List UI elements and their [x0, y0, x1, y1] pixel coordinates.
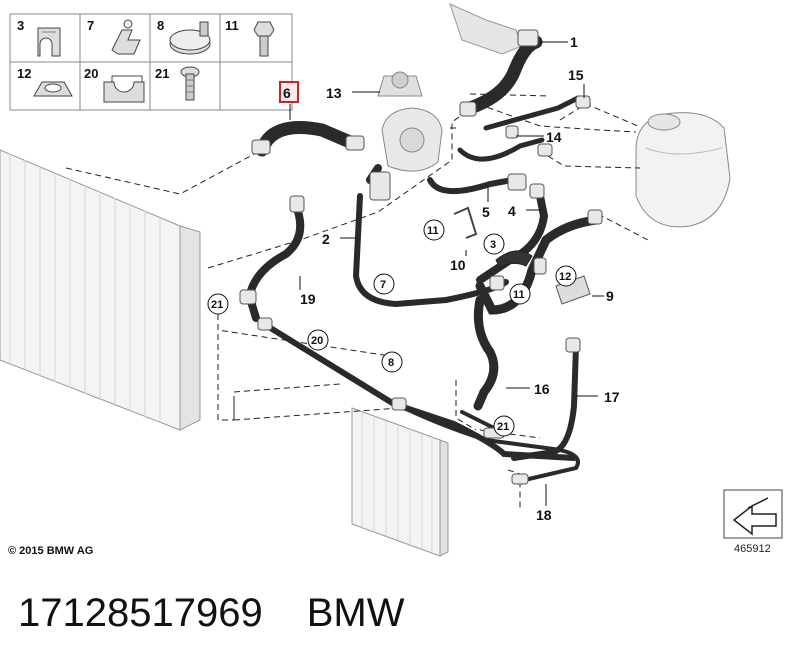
part-info-line: 17128517969 BMW: [18, 588, 404, 638]
hose-holder-icon: [103, 75, 145, 103]
holder-clip-icon: [111, 19, 141, 55]
legend-num-12: 12: [17, 66, 31, 81]
view-direction-arrow-icon: [723, 489, 783, 539]
copyright-text: © 2015 BMW AG: [8, 545, 93, 557]
brand-name: BMW: [306, 591, 405, 635]
parts-legend: 3 7 8 11 12 20 21: [9, 13, 293, 111]
callout-6-highlight[interactable]: 6: [279, 81, 299, 103]
callout-18: 18: [536, 507, 552, 523]
hose-clamp-icon: [169, 21, 211, 55]
circled-11-top: 11: [427, 225, 439, 237]
legend-num-3: 3: [17, 18, 24, 33]
circled-21-right: 21: [497, 421, 509, 433]
circled-20: 20: [311, 335, 323, 347]
thermostat-housing: [377, 71, 443, 172]
circled-12: 12: [559, 271, 571, 283]
radiator-auxiliary: [351, 407, 449, 557]
circled-3: 3: [490, 239, 496, 251]
callout-19: 19: [300, 291, 316, 307]
legend-num-21: 21: [155, 66, 169, 81]
leader-lines: [289, 41, 604, 506]
legend-num-20: 20: [84, 66, 98, 81]
callout-14: 14: [546, 129, 562, 145]
legend-num-11: 11: [225, 18, 239, 33]
circled-8: 8: [388, 357, 394, 369]
callout-5: 5: [482, 204, 490, 220]
legend-num-7: 7: [87, 18, 94, 33]
legend-num-8: 8: [157, 18, 164, 33]
radiator-main: [0, 149, 201, 431]
circled-21-left: 21: [211, 299, 223, 311]
circled-7: 7: [380, 279, 386, 291]
fittings: [239, 29, 603, 485]
nut-icon: [33, 81, 73, 97]
callout-2: 2: [322, 231, 330, 247]
engine-connector-top: [449, 3, 523, 55]
diagram-reference-number: 465912: [734, 543, 771, 555]
cooling-system-diagram: 3 7 8 11 12 20 21: [0, 3, 783, 557]
hex-bolt-icon: [253, 21, 275, 57]
callout-16: 16: [534, 381, 550, 397]
bracket-10: [453, 206, 478, 239]
callout-4: 4: [508, 203, 516, 219]
callout-15: 15: [568, 67, 584, 83]
callout-10: 10: [450, 257, 466, 273]
callout-17: 17: [604, 389, 620, 405]
bracket-clip-icon: [37, 27, 61, 57]
circled-callouts: 3 7 8 11 11 12 20 21 21: [207, 219, 577, 437]
screw-icon: [180, 66, 200, 101]
expansion-tank: [635, 112, 731, 228]
callout-13: 13: [326, 85, 342, 101]
callout-6: 6: [283, 85, 291, 101]
part-number: 17128517969: [18, 591, 263, 635]
bracket-3: [495, 250, 533, 269]
callout-9: 9: [606, 288, 614, 304]
circled-11-bottom: 11: [513, 289, 525, 301]
callout-1: 1: [570, 34, 578, 50]
